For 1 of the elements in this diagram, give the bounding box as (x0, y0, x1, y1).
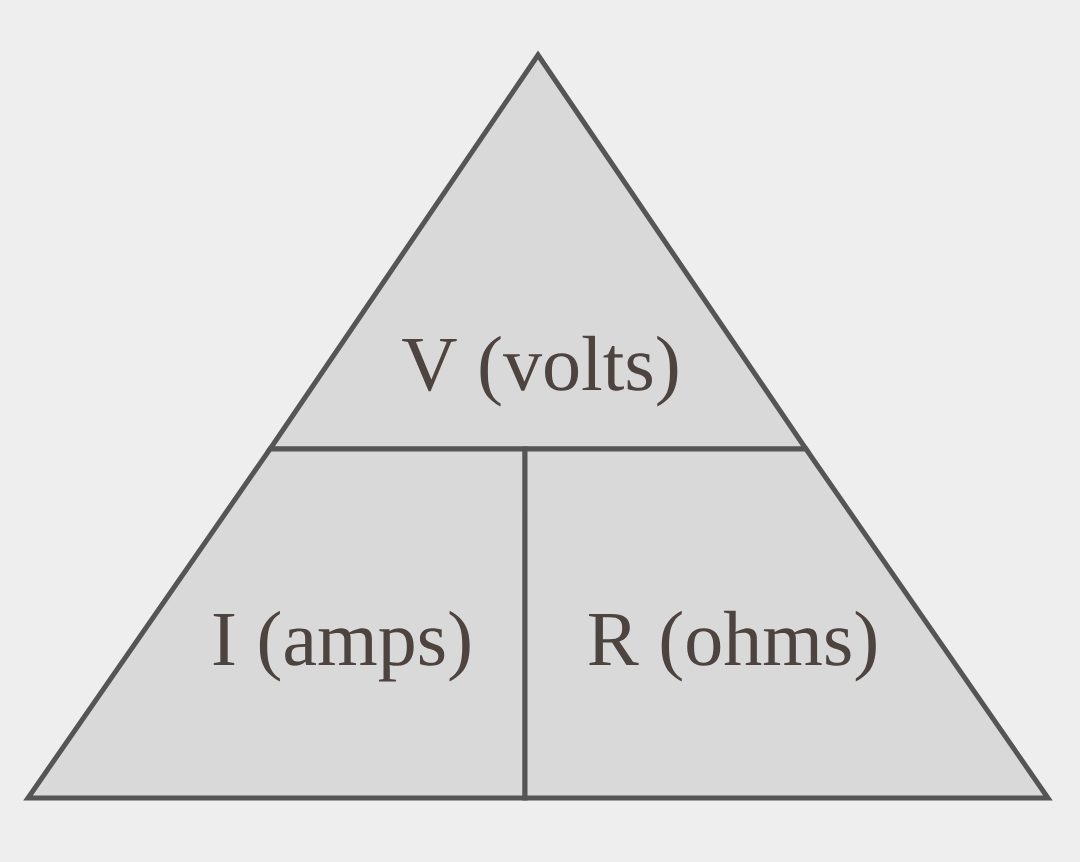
triangle-right-section: R (ohms) (522, 446, 1053, 801)
